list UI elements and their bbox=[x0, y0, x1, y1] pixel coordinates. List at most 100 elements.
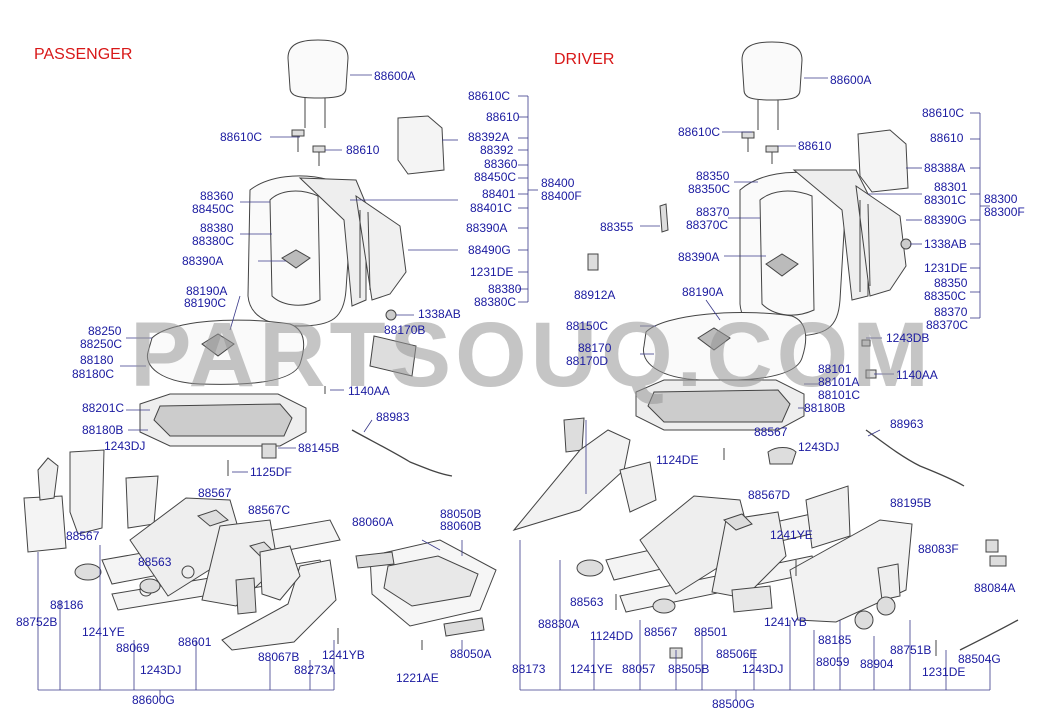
passenger-part-label: 1125DF bbox=[250, 465, 292, 479]
passenger-part-label: 88201C bbox=[82, 401, 125, 415]
passenger-side-pad bbox=[397, 115, 445, 175]
passenger-part-label: 88180C bbox=[72, 367, 115, 381]
driver-part-label: 88388A bbox=[924, 161, 966, 175]
passenger-part-label: 88600A bbox=[374, 69, 416, 83]
passenger-part-label: 88563 bbox=[138, 555, 172, 569]
driver-part-label: 1231DE bbox=[924, 261, 968, 275]
passenger-part-label: 88250 bbox=[88, 324, 122, 338]
passenger-part-label: 88190C bbox=[184, 296, 227, 310]
driver-part-label: 1241YB bbox=[764, 615, 807, 629]
driver-part-label: 88501 bbox=[694, 625, 728, 639]
passenger-part-label: 88380 bbox=[200, 221, 234, 235]
driver-part-label: 88505B bbox=[668, 662, 710, 676]
passenger-part-label: 88450C bbox=[192, 202, 235, 216]
driver-part-label: 88350C bbox=[924, 289, 967, 303]
driver-part-label: 88563 bbox=[570, 595, 604, 609]
driver-part-label: 88912A bbox=[574, 288, 616, 302]
driver-part-label: 88190A bbox=[682, 285, 724, 299]
passenger-part-label: 88450C bbox=[474, 170, 517, 184]
passenger-part-label: 88567 bbox=[66, 529, 100, 543]
driver-part-label: 88101C bbox=[818, 388, 861, 402]
passenger-part-label: 88069 bbox=[116, 641, 150, 655]
passenger-part-label: 1231DE bbox=[470, 265, 514, 279]
driver-wire bbox=[865, 429, 965, 487]
driver-part-label: 88567 bbox=[754, 425, 788, 439]
passenger-part-label: 88050B bbox=[440, 507, 482, 521]
driver-part-label: 88963 bbox=[890, 417, 924, 431]
passenger-part-label: 88190A bbox=[186, 284, 228, 298]
driver-part-label: 88504G bbox=[958, 652, 1001, 666]
driver-part-label: 88355 bbox=[600, 220, 634, 234]
passenger-part-label: 88180 bbox=[80, 353, 114, 367]
passenger-part-label: 88273A bbox=[294, 663, 336, 677]
driver-part-label: 88301 bbox=[934, 180, 968, 194]
passenger-part-label: 88610C bbox=[468, 89, 511, 103]
driver-part-label: 88300 bbox=[984, 192, 1018, 206]
driver-part-label: 88101 bbox=[818, 362, 852, 376]
passenger-part-label: 88392 bbox=[480, 143, 514, 157]
driver-part-label: 1241YE bbox=[570, 662, 613, 676]
passenger-part-label: 88250C bbox=[80, 337, 123, 351]
passenger-part-label: 88067B bbox=[258, 650, 300, 664]
passenger-part-label: 1243DJ bbox=[104, 439, 146, 453]
driver-part-label: 1124DE bbox=[656, 453, 699, 467]
watermark: PARTSOUQ.COM bbox=[130, 304, 933, 406]
passenger-part-label: 88600G bbox=[132, 693, 175, 707]
passenger-side-shield bbox=[221, 559, 337, 651]
driver-part-label: 88350C bbox=[688, 182, 731, 196]
driver-part-label: 88170D bbox=[566, 354, 609, 368]
driver-part-label: 88180B bbox=[804, 401, 846, 415]
driver-part-label: 1338AB bbox=[924, 237, 967, 251]
driver-part-label: 88300F bbox=[984, 205, 1025, 219]
driver-part-label: 88170 bbox=[578, 341, 612, 355]
passenger-part-label: 88180B bbox=[82, 423, 124, 437]
driver-part-label: 88185 bbox=[818, 633, 852, 647]
driver-part-label: 1243DB bbox=[886, 331, 930, 345]
driver-part-label: 88101A bbox=[818, 375, 860, 389]
passenger-part-label: 1243DJ bbox=[140, 663, 182, 677]
driver-part-label: 88500G bbox=[712, 697, 755, 711]
passenger-part-label: 88380 bbox=[488, 282, 522, 296]
driver-part-label: 88390G bbox=[924, 213, 967, 227]
passenger-part-label: 88490G bbox=[468, 243, 511, 257]
driver-part-label: 88195B bbox=[890, 496, 932, 510]
passenger-part-label: 1241YB bbox=[322, 648, 365, 662]
passenger-side-cover bbox=[23, 495, 67, 553]
passenger-part-label: 88380C bbox=[192, 234, 235, 248]
passenger-part-label: 88400 bbox=[541, 176, 575, 190]
driver-part-label: 1231DE bbox=[922, 665, 966, 679]
passenger-guides bbox=[291, 129, 326, 166]
driver-part-label: 88173 bbox=[512, 662, 546, 676]
passenger-part-label: 1241YE bbox=[82, 625, 125, 639]
passenger-part-label: 88060A bbox=[352, 515, 394, 529]
passenger-part-label: 88610 bbox=[486, 110, 520, 124]
driver-part-label: 1241YE bbox=[770, 528, 813, 542]
passenger-part-label: 88170B bbox=[384, 323, 426, 337]
passenger-part-label: 1338AB bbox=[418, 307, 461, 321]
driver-part-label: 1243DJ bbox=[742, 662, 784, 676]
passenger-part-label: 88390A bbox=[466, 221, 508, 235]
passenger-part-label: 88567C bbox=[248, 503, 291, 517]
driver-part-label: 88370 bbox=[934, 305, 968, 319]
driver-part-label: 88610 bbox=[798, 139, 832, 153]
passenger-part-label: 88401 bbox=[482, 187, 516, 201]
driver-part-label: 88610C bbox=[922, 106, 965, 120]
passenger-back-frame bbox=[298, 177, 407, 307]
driver-seat-cushion bbox=[642, 312, 807, 381]
passenger-part-label: 88610C bbox=[220, 130, 263, 144]
passenger-part-label: 88401C bbox=[470, 201, 513, 215]
driver-part-label: 88830A bbox=[538, 617, 580, 631]
passenger-part-label: 88380C bbox=[474, 295, 517, 309]
passenger-cushion-frame bbox=[139, 393, 307, 447]
driver-part-label: 88301C bbox=[924, 193, 967, 207]
driver-part-label: 88567D bbox=[748, 488, 791, 502]
driver-part-label: 88567 bbox=[644, 625, 678, 639]
driver-part-label: 88370C bbox=[686, 218, 729, 232]
driver-part-label: 1124DD bbox=[590, 629, 634, 643]
driver-part-label: 88370 bbox=[696, 205, 730, 219]
driver-part-label: 88059 bbox=[816, 655, 850, 669]
driver-cushion-frame bbox=[635, 379, 805, 431]
passenger-part-label: 88186 bbox=[50, 598, 84, 612]
driver-title: DRIVER bbox=[554, 51, 615, 68]
